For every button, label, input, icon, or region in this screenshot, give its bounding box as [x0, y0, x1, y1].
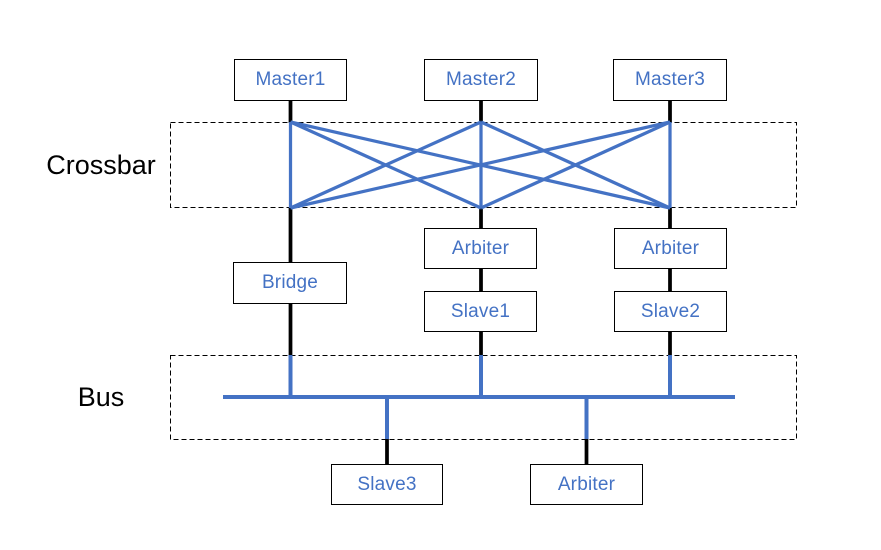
node-slave2: Slave2	[614, 291, 727, 332]
node-master3: Master3	[613, 59, 727, 101]
crossbar-link-3-2	[480, 120, 671, 210]
node-arbiter-mid: Arbiter	[424, 228, 537, 269]
crossbar-region-label: Crossbar	[46, 149, 156, 180]
crossbar-link-2-1	[289, 120, 482, 210]
node-master2: Master2	[424, 59, 538, 101]
node-bridge: Bridge	[233, 262, 347, 304]
node-arbiter-right: Arbiter	[614, 228, 727, 269]
node-slave1: Slave1	[424, 291, 537, 332]
bus-region-label: Bus	[77, 381, 125, 412]
node-arbiter-bus: Arbiter	[530, 464, 643, 505]
crossbar-link-3-1	[290, 120, 671, 210]
bus-region-border	[170, 355, 797, 440]
node-slave3: Slave3	[331, 464, 443, 505]
node-master1: Master1	[234, 59, 347, 101]
